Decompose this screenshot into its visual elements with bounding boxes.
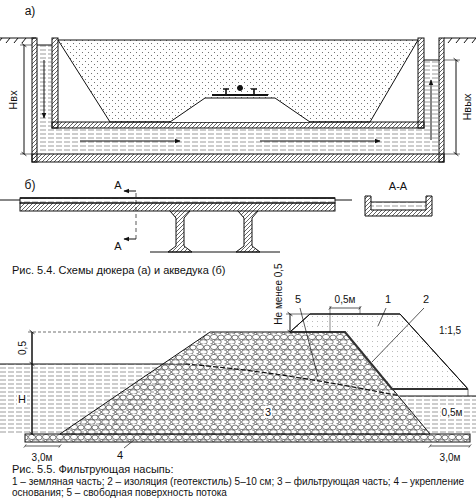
dimension-label: Hвых [461,92,473,121]
callout-number: 2 [422,293,430,305]
figure-letter: а) [25,5,36,18]
dimension-label: Hвх [7,89,19,110]
callout-number: 1 [384,293,392,305]
callout-number: 4 [116,449,124,461]
dimension-label: 0,5м [334,294,357,305]
section-mark: А [113,240,122,252]
figure-caption: Рис. 5.4. Схемы дюкера (а) и акведука (б… [12,264,225,276]
figure-legend: 1 – земляная часть; 2 – изоляция (геотек… [12,476,467,498]
dimension-label: H [17,393,27,405]
dimension-label: 0,5м [441,407,464,418]
figure-letter: б) [25,179,36,192]
section-title: А-А [389,180,407,192]
dimension-label: 3,0м [439,452,462,463]
callout-number: 5 [294,293,302,305]
slope-ratio: 1:1,5 [438,325,462,336]
section-mark: А [113,179,122,191]
callout-number: 3 [264,406,272,418]
dimension-label: Не менее 0,5 [273,262,284,325]
figure-caption: Рис. 5.5. Фильтрующая насыпь: [12,463,174,475]
dimension-label: 3,0м [31,452,54,463]
dimension-label: 0,5 [17,340,28,356]
